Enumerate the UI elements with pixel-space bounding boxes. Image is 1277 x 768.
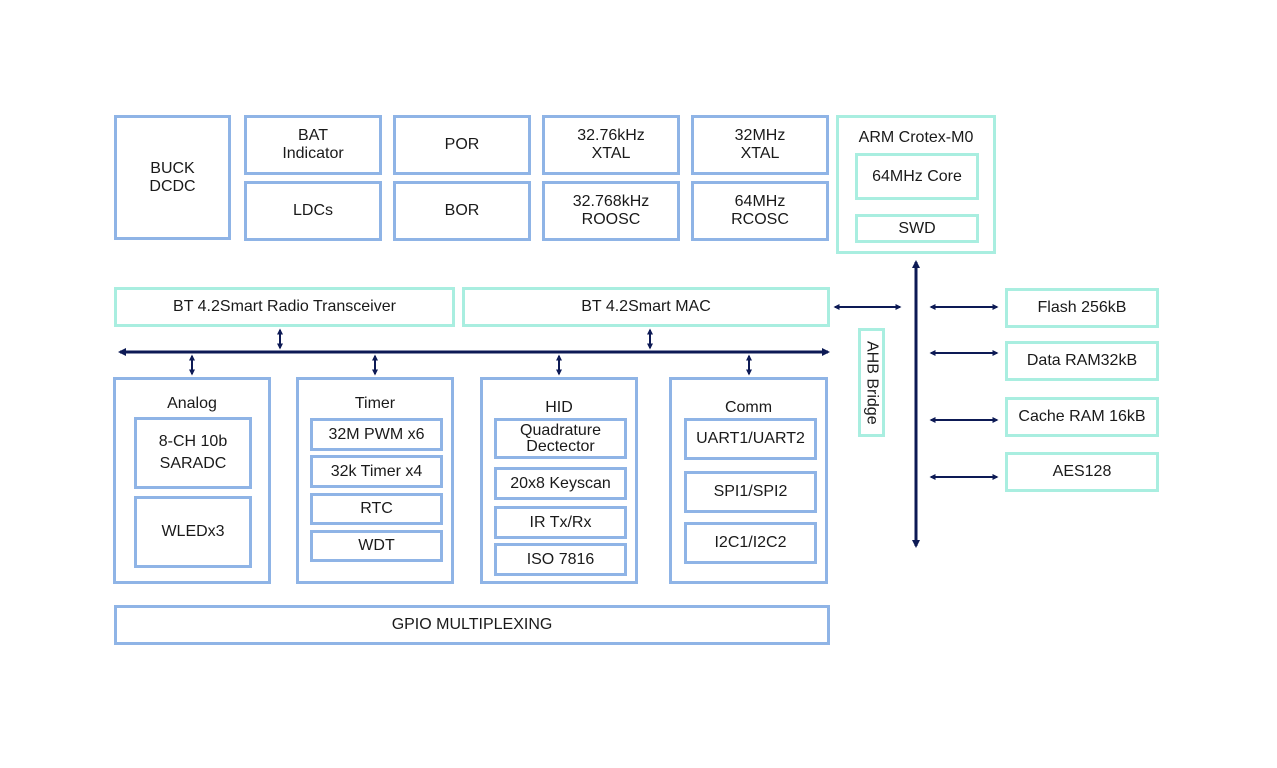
iso-block: ISO 7816 — [494, 543, 627, 576]
wdt-block: WDT — [310, 530, 443, 562]
pwm-block: 32M PWM x6 — [310, 418, 443, 451]
gpio-block: GPIO MULTIPLEXING — [114, 605, 830, 645]
bat-indicator-block: BAT Indicator — [244, 115, 382, 175]
cpu-title: ARM Crotex-M0 — [858, 129, 974, 146]
core-block: 64MHz Core — [855, 153, 979, 200]
bor-block: BOR — [393, 181, 531, 241]
data-ram-block: Data RAM32kB — [1005, 341, 1159, 381]
timer-group: Timer 32M PWM x6 32k Timer x4 RTC WDT — [296, 377, 454, 584]
timer32k-block: 32k Timer x4 — [310, 455, 443, 488]
ldcs-block: LDCs — [244, 181, 382, 241]
comm-group: Comm UART1/UART2 SPI1/SPI2 I2C1/I2C2 — [669, 377, 828, 584]
keyscan-block: 20x8 Keyscan — [494, 467, 627, 500]
analog-title: Analog — [167, 395, 217, 412]
hid-title: HID — [545, 399, 573, 416]
flash-block: Flash 256kB — [1005, 288, 1159, 328]
xtal-32m-block: 32MHz XTAL — [691, 115, 829, 175]
saradc-block: 8-CH 10b SARADC — [134, 417, 252, 489]
aes-block: AES128 — [1005, 452, 1159, 492]
i2c-block: I2C1/I2C2 — [684, 522, 817, 564]
rtc-block: RTC — [310, 493, 443, 525]
timer-title: Timer — [354, 395, 396, 412]
quadrature-block: Quadrature Dectector — [494, 418, 627, 459]
roosc-block: 32.768kHz ROOSC — [542, 181, 680, 241]
comm-title: Comm — [724, 399, 773, 416]
hid-group: HID Quadrature Dectector 20x8 Keyscan IR… — [480, 377, 638, 584]
ir-block: IR Tx/Rx — [494, 506, 627, 539]
xtal-32k-block: 32.76kHz XTAL — [542, 115, 680, 175]
analog-group: Analog 8-CH 10b SARADC WLEDx3 — [113, 377, 271, 584]
wled-block: WLEDx3 — [134, 496, 252, 568]
radio-transceiver-block: BT 4.2Smart Radio Transceiver — [114, 287, 455, 327]
cache-ram-block: Cache RAM 16kB — [1005, 397, 1159, 437]
spi-block: SPI1/SPI2 — [684, 471, 817, 513]
buck-dcdc-block: BUCK DCDC — [114, 115, 231, 240]
uart-block: UART1/UART2 — [684, 418, 817, 460]
rcosc-block: 64MHz RCOSC — [691, 181, 829, 241]
por-block: POR — [393, 115, 531, 175]
swd-block: SWD — [855, 214, 979, 243]
ahb-bridge-block: AHB Bridge — [858, 328, 885, 437]
ahb-bridge-label: AHB Bridge — [863, 340, 881, 425]
mac-block: BT 4.2Smart MAC — [462, 287, 830, 327]
cpu-group: ARM Crotex-M0 64MHz Core SWD — [836, 115, 996, 254]
